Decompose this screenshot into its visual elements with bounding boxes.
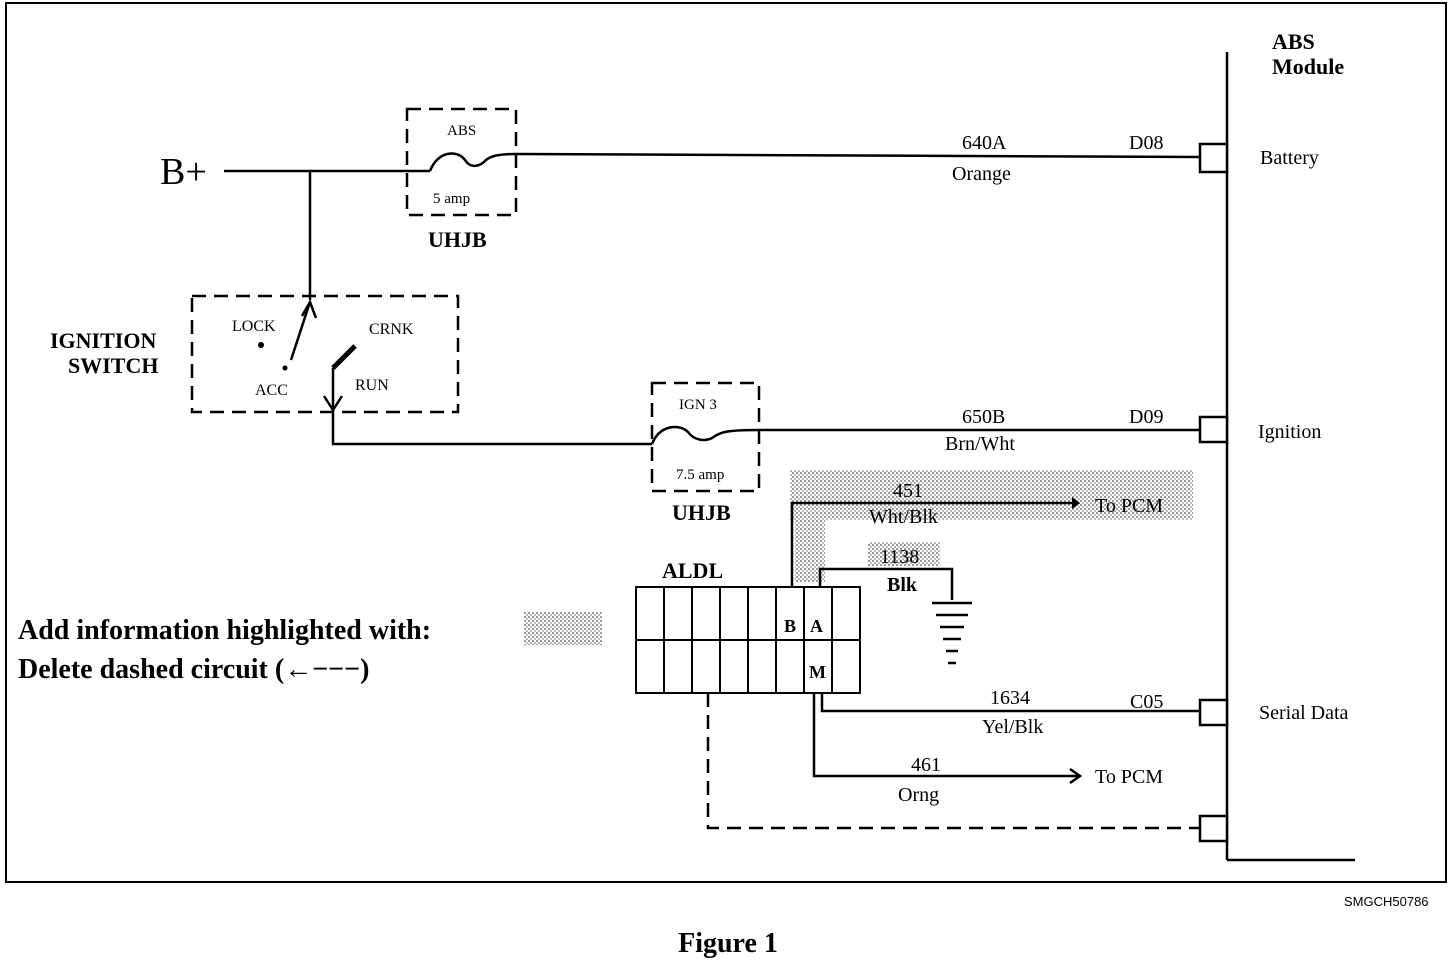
switch-pos-lock: LOCK [232, 318, 276, 335]
abs-fuse-name: ABS [447, 123, 476, 139]
run-wire [331, 410, 652, 446]
pin-serial-data [1198, 698, 1229, 727]
legend-highlight-swatch [524, 612, 602, 645]
circuit-451-number: 451 [893, 480, 923, 502]
legend-add-text: Add information highlighted with: [18, 615, 431, 646]
figure-code: SMGCH50786 [1344, 894, 1429, 909]
aldl-pin-a: A [810, 616, 823, 636]
diagram-frame [5, 2, 1447, 883]
abs-fuse: ABS 5 amp UHJB [405, 107, 518, 252]
pin-c05-label: C05 [1130, 691, 1163, 713]
abs-module-title: ABS [1272, 29, 1315, 54]
ign3-fuse-name: IGN 3 [679, 397, 717, 413]
ignition-switch-label-1: IGNITION [50, 328, 156, 353]
circuit-640a-number: 640A [962, 132, 1007, 154]
switch-pos-run: RUN [355, 377, 389, 394]
abs-fuse-block: UHJB [428, 227, 487, 252]
abs-module-subtitle: Module [1272, 54, 1344, 79]
battery-positive-label: B+ [160, 151, 207, 193]
pin-d09-label: D09 [1129, 406, 1163, 428]
wire-461 [812, 693, 1078, 778]
aldl-pin-b: B [784, 616, 796, 636]
ign3-fuse-rating: 7.5 amp [676, 467, 724, 483]
circuit-650b-number: 650B [962, 406, 1005, 428]
serial-data-pin-label: Serial Data [1259, 702, 1349, 724]
aldl-connector: ALDL B A M [635, 558, 861, 694]
ign3-fuse: IGN 3 7.5 amp UHJB [650, 381, 761, 525]
circuit-461-color: Orng [898, 784, 939, 806]
wire-1634 [820, 693, 1200, 713]
circuit-650b-color: Brn/Wht [945, 433, 1015, 455]
switch-pos-crnk: CRNK [369, 321, 414, 338]
highlight-areas [524, 470, 1193, 645]
ign3-fuse-block: UHJB [672, 500, 731, 525]
deleted-dashed-circuit [706, 693, 1200, 830]
pin-battery [1198, 142, 1229, 174]
circuit-461-destination: To PCM [1095, 766, 1163, 788]
circuit-1138-color: Blk [887, 574, 918, 596]
circuit-1138-number: 1138 [880, 546, 919, 568]
circuit-451-destination: To PCM [1095, 495, 1163, 517]
wire-640a [515, 152, 1201, 159]
wire-451 [790, 501, 1072, 587]
legend-delete-text: Delete dashed circuit (←−−−) [18, 654, 369, 685]
abs-module: ABS Module Battery Ignition Serial Data [1198, 29, 1355, 862]
pin-ignition [1198, 415, 1229, 444]
circuit-451-color: Wht/Blk [869, 506, 938, 528]
battery-pin-label: Battery [1260, 147, 1319, 169]
pin-deleted-circuit [1198, 814, 1229, 843]
figure-caption: Figure 1 [678, 928, 778, 959]
ground-symbol [932, 601, 972, 665]
ignition-pin-label: Ignition [1258, 421, 1321, 443]
abs-fuse-rating: 5 amp [433, 191, 470, 207]
circuit-461-number: 461 [911, 754, 941, 776]
circuit-640a-color: Orange [952, 163, 1011, 185]
aldl-pin-m: M [809, 662, 826, 682]
ignition-switch-label-2: SWITCH [68, 353, 158, 378]
ignition-switch: IGNITION SWITCH LOCK ACC CRNK RUN [50, 294, 460, 414]
aldl-title: ALDL [662, 558, 723, 583]
circuit-1634-number: 1634 [990, 687, 1030, 709]
wire-1138 [818, 567, 954, 600]
pin-d08-label: D08 [1129, 132, 1163, 154]
circuit-1634-color: Yel/Blk [982, 716, 1043, 738]
switch-pos-acc: ACC [255, 382, 288, 399]
